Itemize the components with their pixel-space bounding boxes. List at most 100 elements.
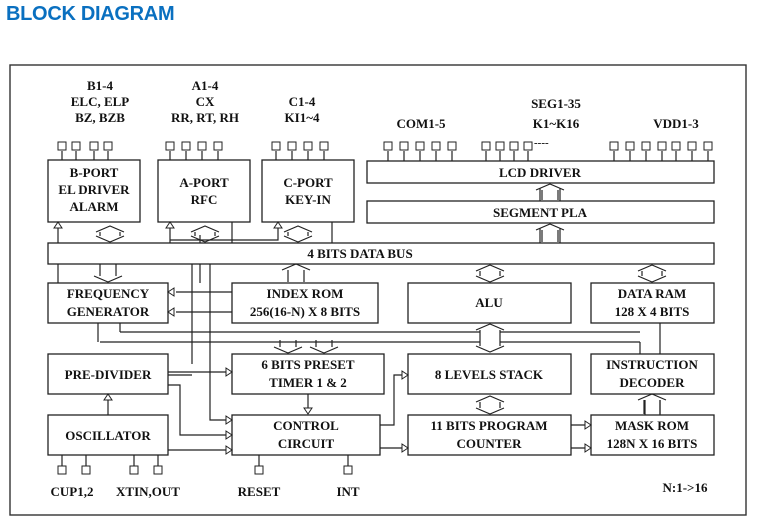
pin-square <box>81 465 91 475</box>
pin-square <box>481 141 491 151</box>
block-aport <box>157 159 251 223</box>
arrowhead-right <box>401 443 409 453</box>
block-label: INSTRUCTION <box>606 357 698 372</box>
pin-square <box>153 465 163 475</box>
block-label: CIRCUIT <box>278 436 335 451</box>
connection-lines <box>57 188 661 451</box>
pin-square <box>165 141 175 151</box>
block-bport <box>47 159 141 223</box>
pin-square <box>703 141 713 151</box>
block-label: EL DRIVER <box>58 182 130 197</box>
pin-square <box>609 141 619 151</box>
arrowhead-right <box>225 415 233 425</box>
block-label: CONTROL <box>273 418 339 433</box>
block-label: DATA RAM <box>618 286 687 301</box>
block-program-counter <box>407 414 572 456</box>
data-bus <box>47 242 715 265</box>
pin-square <box>431 141 441 151</box>
arrowhead-up <box>165 221 175 229</box>
pin-square <box>509 141 519 151</box>
block-label: 4 BITS DATA BUS <box>307 246 412 261</box>
arrowhead-right <box>225 430 233 440</box>
block-index-rom <box>231 282 379 324</box>
arrowhead-right <box>584 443 592 453</box>
note-n-range: N:1->16 <box>663 480 708 495</box>
pin-square <box>71 141 81 151</box>
pin-square <box>89 141 99 151</box>
arrowhead-up <box>273 221 283 229</box>
pin-label-seg: SEG1-35 <box>531 96 581 111</box>
block-alu <box>407 282 572 324</box>
pin-labels-bport: B1-4 ELC, ELP BZ, BZB <box>71 78 130 125</box>
pin-label: CX <box>196 94 215 109</box>
pin-label-reset: RESET <box>238 484 281 499</box>
bidirectional-arrow <box>95 225 125 243</box>
block-label: RFC <box>191 192 218 207</box>
block-frequency-generator <box>47 282 169 324</box>
block-label: DECODER <box>619 375 685 390</box>
block-label: LCD DRIVER <box>499 165 582 180</box>
up-arrow <box>535 223 565 242</box>
bidirectional-arrow <box>475 323 505 353</box>
block-label: SEGMENT PLA <box>493 205 588 220</box>
down-arrow <box>93 264 123 283</box>
up-arrow <box>281 263 311 282</box>
block-label: COUNTER <box>456 436 522 451</box>
pin-label-com: COM1-5 <box>396 116 446 131</box>
block-label: GENERATOR <box>67 304 150 319</box>
block-label: C-PORT <box>283 175 333 190</box>
pin-label: RR, RT, RH <box>171 110 239 125</box>
bidirectional-arrows <box>93 183 667 415</box>
block-pre-divider <box>47 353 169 395</box>
arrowhead-up <box>103 393 113 401</box>
pin-square <box>495 141 505 151</box>
pin-square <box>687 141 697 151</box>
block-control-circuit <box>231 414 381 456</box>
arrowhead-right <box>584 420 592 430</box>
pin-label-int: INT <box>336 484 359 499</box>
pin-square <box>197 141 207 151</box>
block-label: OSCILLATOR <box>65 428 151 443</box>
block-stack <box>407 353 572 395</box>
pin-square <box>103 141 113 151</box>
up-arrow <box>535 183 565 200</box>
block-label: 256(16-N) X 8 BITS <box>250 304 360 319</box>
block-lcd-driver <box>366 160 715 184</box>
pin-square <box>399 141 409 151</box>
pin-square <box>415 141 425 151</box>
arrowhead-left <box>167 307 175 317</box>
page-heading: BLOCK DIAGRAM <box>6 3 175 25</box>
pin-square <box>319 141 329 151</box>
bidirectional-arrow <box>475 395 505 415</box>
arrowhead-right <box>225 367 233 377</box>
bidirectional-arrow <box>283 225 313 243</box>
pin-labels-aport: A1-4 CX RR, RT, RH <box>171 78 239 125</box>
bidirectional-arrow <box>475 264 505 283</box>
pin-label-cup: CUP1,2 <box>51 484 94 499</box>
block-label: FREQUENCY <box>67 286 150 301</box>
pin-square <box>271 141 281 151</box>
pin-label: B1-4 <box>87 78 114 93</box>
block-preset-timer <box>231 353 385 395</box>
pin-square <box>254 465 264 475</box>
block-label: 8 LEVELS STACK <box>435 367 544 382</box>
pin-label: A1-4 <box>192 78 219 93</box>
pin-square <box>57 465 67 475</box>
pin-label: BZ, BZB <box>75 110 125 125</box>
block-label: INDEX ROM <box>267 286 344 301</box>
block-label: 128 X 4 BITS <box>615 304 690 319</box>
block-label: MASK ROM <box>615 418 689 433</box>
bidirectional-arrow <box>190 225 220 243</box>
pin-square <box>383 141 393 151</box>
bidirectional-arrow <box>637 264 667 283</box>
block-label: ALU <box>475 295 503 310</box>
top-pins <box>57 141 713 161</box>
pin-square <box>57 141 67 151</box>
pin-square <box>625 141 635 151</box>
arrowheads <box>53 221 592 455</box>
down-arrow <box>309 340 339 354</box>
pin-square <box>641 141 651 151</box>
pin-label-keys: K1~K16 <box>533 116 580 131</box>
pin-square <box>303 141 313 151</box>
